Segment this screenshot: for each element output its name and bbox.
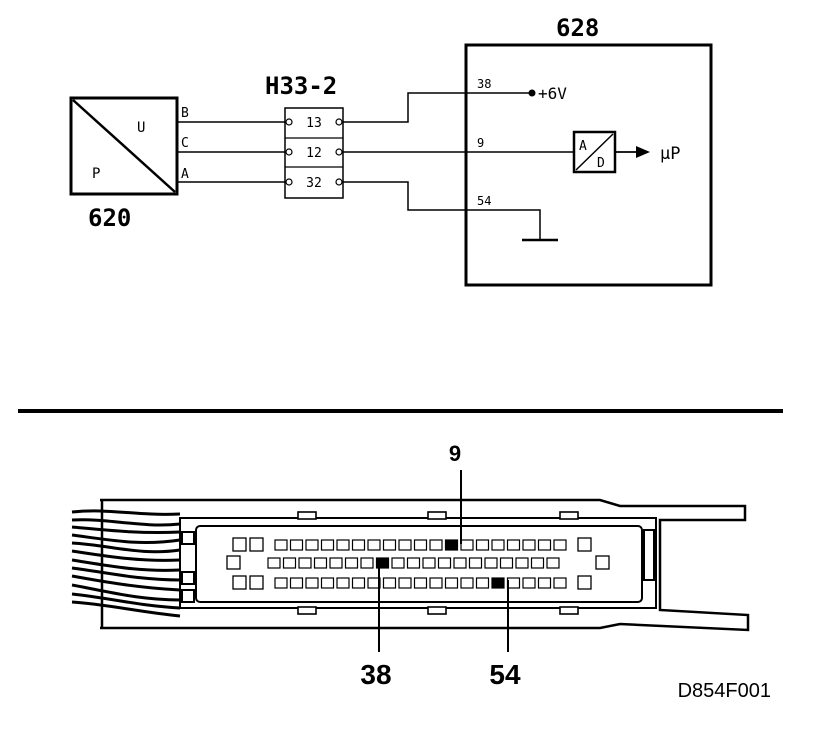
- pin-socket: [506, 539, 521, 551]
- pin-socket: [491, 539, 505, 551]
- pin-socket: [367, 539, 381, 551]
- pin-socket: [537, 577, 552, 589]
- figure-code: D854F001: [678, 680, 771, 702]
- connector-pin-12: 12: [306, 146, 322, 161]
- callout-leaders: [378, 470, 509, 652]
- supply-voltage-label: +6V: [538, 84, 567, 103]
- wire-label-b: B: [181, 106, 189, 121]
- pin-socket: [475, 539, 490, 551]
- pin-socket: [422, 557, 436, 569]
- wire-bundle: [71, 509, 181, 618]
- ecu-pin-38: 38: [477, 77, 491, 91]
- pin-socket: [522, 539, 536, 551]
- power-pins: [226, 537, 610, 590]
- pin-socket: [391, 557, 405, 569]
- sensor-pin-p: P: [92, 166, 100, 182]
- microprocessor-label: µP: [660, 144, 680, 164]
- pin-socket: [360, 557, 374, 569]
- pin-socket: [351, 577, 366, 589]
- pin-socket: [468, 557, 483, 569]
- connector-pin-13: 13: [306, 116, 322, 131]
- pin-socket: [413, 577, 428, 589]
- signal-pin-rows: [267, 539, 567, 589]
- connector-h33-2: H33-2 13 12 32: [265, 72, 344, 199]
- sensor-wires: [177, 121, 286, 183]
- pin-socket: [460, 577, 474, 589]
- pin-socket: [546, 557, 560, 569]
- connector-id-label: H33-2: [265, 72, 337, 100]
- pin-socket: [336, 577, 350, 589]
- pin-socket: [289, 577, 304, 589]
- highlighted-pin: [375, 557, 390, 569]
- pin-socket: [382, 539, 397, 551]
- pin-socket: [453, 557, 467, 569]
- pin-socket: [289, 539, 304, 551]
- pin-socket: [267, 557, 281, 569]
- pin-socket: [484, 557, 498, 569]
- pin-socket: [530, 557, 545, 569]
- pin-socket: [406, 557, 421, 569]
- wire-label-c: C: [181, 136, 189, 151]
- pin-socket: [429, 577, 443, 589]
- pin-socket: [320, 539, 335, 551]
- pin-socket: [313, 557, 328, 569]
- pin-socket: [274, 577, 288, 589]
- pin-socket: [398, 577, 412, 589]
- ad-label-a: A: [579, 139, 587, 154]
- callout-pin-9: 9: [449, 441, 461, 466]
- pin-socket: [413, 539, 428, 551]
- ecu-pin-9: 9: [477, 136, 484, 150]
- pin-socket: [336, 539, 350, 551]
- wire-label-a: A: [181, 167, 189, 182]
- sensor-620: U P 620: [69, 96, 179, 232]
- pin-socket: [351, 539, 366, 551]
- pin-socket: [382, 577, 397, 589]
- pin-socket: [553, 577, 567, 589]
- pin-socket: [305, 577, 319, 589]
- pin-socket: [460, 539, 474, 551]
- ecu-id-label: 628: [556, 14, 599, 42]
- callout-pin-54: 54: [489, 659, 521, 690]
- pin-socket: [537, 539, 552, 551]
- ecu-connector-drawing: [71, 498, 750, 632]
- pin-socket: [444, 577, 459, 589]
- callout-pin-38: 38: [360, 659, 391, 690]
- sensor-pin-u: U: [137, 120, 145, 136]
- ecu-628: 628 38 9 54 +6V A D µP: [464, 14, 713, 287]
- connector-pin-32: 32: [306, 176, 322, 191]
- pin-socket: [437, 557, 452, 569]
- pin-socket: [329, 557, 343, 569]
- pin-socket: [282, 557, 297, 569]
- pin-socket: [515, 557, 529, 569]
- pin-socket: [274, 539, 288, 551]
- pin-socket: [429, 539, 443, 551]
- ad-converter: A D: [572, 130, 617, 174]
- pin-socket: [506, 577, 521, 589]
- pin-socket: [398, 539, 412, 551]
- highlighted-pin: [444, 539, 459, 551]
- sensor-id-label: 620: [88, 204, 131, 232]
- pin-socket: [320, 577, 335, 589]
- pin-socket: [305, 539, 319, 551]
- supply-junction-dot: [528, 89, 536, 97]
- highlighted-pin: [491, 577, 505, 589]
- pin-socket: [344, 557, 359, 569]
- pin-socket: [522, 577, 536, 589]
- ecu-pin-54: 54: [477, 194, 491, 208]
- output-arrow-icon: [615, 146, 650, 158]
- ad-label-d: D: [597, 156, 605, 171]
- pin-socket: [499, 557, 514, 569]
- ecu-wires: [343, 92, 574, 240]
- pin-socket: [475, 577, 490, 589]
- pin-socket: [553, 539, 567, 551]
- pin-socket: [298, 557, 312, 569]
